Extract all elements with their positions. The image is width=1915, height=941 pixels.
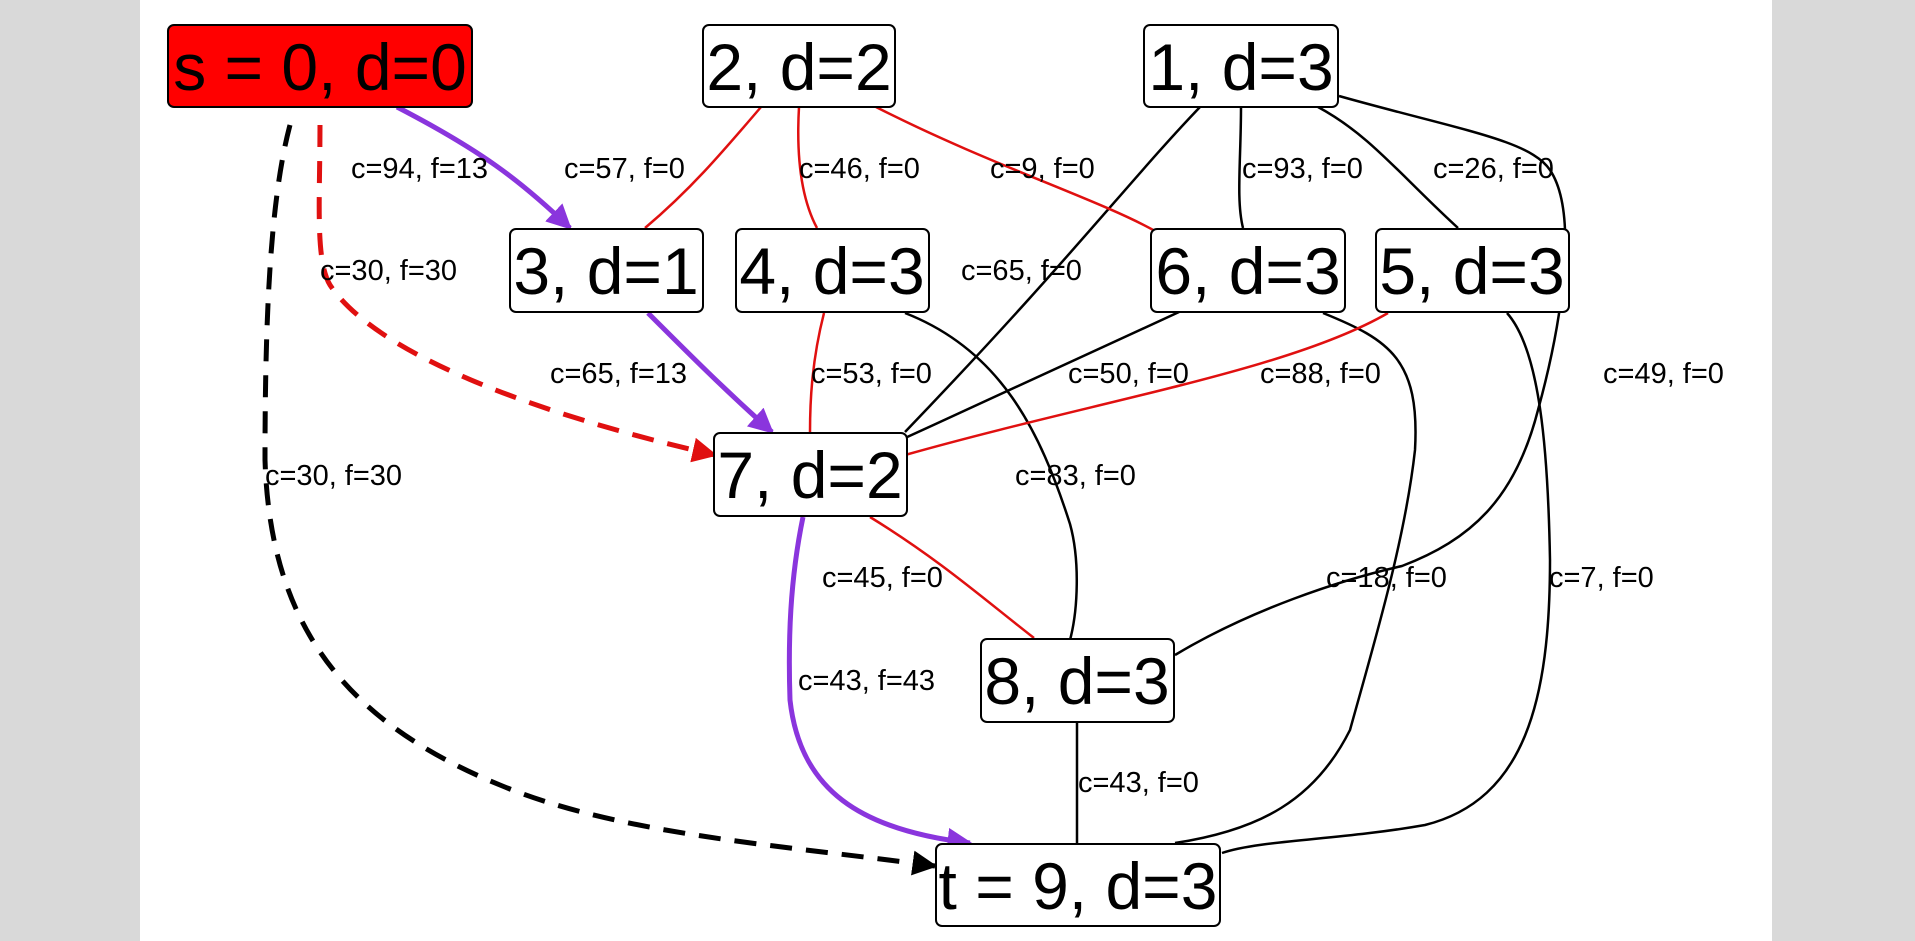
flow-network-graph: c=94, f=13 c=57, f=0 c=46, f=0 c=9, f=0 … [167,24,1724,927]
node-label-5: 5, d=3 [1379,234,1564,308]
edge-1-8 [1174,94,1567,657]
edge-7-t [786,516,973,853]
node-5: 5, d=3 [1375,228,1570,313]
node-8: 8, d=3 [980,638,1175,723]
edge-label-s-3: c=94, f=13 [351,153,488,185]
node-label-t: t = 9, d=3 [939,849,1218,923]
node-label-2: 2, d=2 [706,30,891,104]
edge-label-2-3: c=57, f=0 [564,153,685,185]
node-6: 6, d=3 [1150,228,1346,313]
edge-s-3 [395,104,572,230]
node-label-s: s = 0, d=0 [173,30,467,104]
edge-label-4-7: c=53, f=0 [811,358,932,390]
node-label-1: 1, d=3 [1148,30,1333,104]
edge-label-1-8: c=49, f=0 [1603,358,1724,390]
node-label-7: 7, d=2 [717,438,902,512]
node-label-4: 4, d=3 [739,234,924,308]
edge-4-7 [808,312,826,433]
edge-2-3 [644,106,762,229]
edge-label-s-7: c=30, f=30 [320,255,457,287]
node-2: 2, d=2 [702,24,896,108]
edge-label-s-t: c=30, f=30 [265,460,402,492]
edge-7-8 [869,515,1035,639]
node-s: s = 0, d=0 [167,24,473,108]
edge-label-7-t: c=43, f=43 [798,665,935,697]
graph-canvas: c=94, f=13 c=57, f=0 c=46, f=0 c=9, f=0 … [140,0,1772,941]
edge-label-3-7: c=65, f=13 [550,358,687,390]
edge-2-4 [797,106,819,229]
edge-6-t [1174,311,1417,845]
edge-label-1-7: c=65, f=0 [961,255,1082,287]
edge-label-4-8: c=83, f=0 [1015,460,1136,492]
node-label-3: 3, d=1 [513,234,698,308]
edge-label-1-5: c=26, f=0 [1433,153,1554,185]
edge-label-6-t: c=18, f=0 [1326,562,1447,594]
edge-label-2-4: c=46, f=0 [799,153,920,185]
edge-label-6-7: c=50, f=0 [1068,358,1189,390]
node-4: 4, d=3 [735,228,930,313]
edge-label-5-7: c=88, f=0 [1260,358,1381,390]
node-label-8: 8, d=3 [984,644,1169,718]
node-1: 1, d=3 [1143,24,1339,108]
node-t: t = 9, d=3 [935,843,1221,927]
edge-label-8-t: c=43, f=0 [1078,767,1199,799]
edge-1-6 [1238,106,1245,229]
edge-s-7 [316,124,718,463]
edge-label-7-8: c=45, f=0 [822,562,943,594]
edge-2-6 [875,105,1156,233]
edge-1-5 [1317,105,1459,229]
edge-label-5-t: c=7, f=0 [1549,562,1654,594]
edge-label-1-6: c=93, f=0 [1242,153,1363,185]
edge-3-7 [646,311,774,434]
node-3: 3, d=1 [509,228,704,313]
edge-6-7 [904,310,1180,440]
edge-label-2-6: c=9, f=0 [990,153,1095,185]
edge-1-7 [904,106,1201,433]
edge-s-t [262,124,938,876]
edge-5-t [1221,312,1552,855]
edge-5-7 [904,311,1389,457]
node-label-6: 6, d=3 [1155,234,1340,308]
node-7: 7, d=2 [713,432,908,517]
edge-4-8 [904,311,1079,641]
